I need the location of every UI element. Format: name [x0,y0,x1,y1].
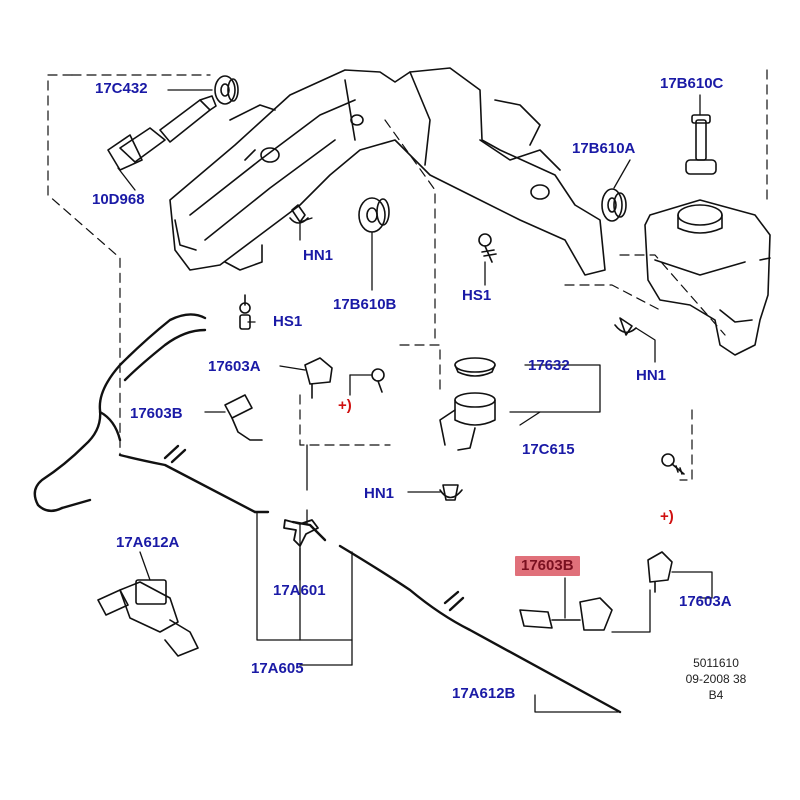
part-17B610B [358,197,390,233]
callout-17A612A[interactable]: 17A612A [116,534,180,551]
fastener-hn1-bottom [439,484,463,501]
fastener-small-mid [371,368,385,393]
reference-line-1: 5011610 [693,656,739,670]
callout-hn1-right[interactable]: HN1 [636,367,667,384]
callout-hn1-bottom[interactable]: HN1 [364,485,395,502]
callout-17A605[interactable]: 17A605 [251,660,304,677]
part-17603A-top [304,357,333,399]
callout-17A601[interactable]: 17A601 [273,582,326,599]
callout-hn1-top[interactable]: HN1 [303,247,334,264]
polarity-symbol-right: +) [660,508,674,525]
part-17A612A [97,579,199,657]
part-17B610A [601,188,627,222]
callout-hs1-left[interactable]: HS1 [273,313,303,330]
polarity-symbol-left: +) [338,397,352,414]
part-17C432 [214,75,239,105]
part-17603B-highlight [519,597,613,631]
callout-10D968[interactable]: 10D968 [92,191,145,208]
callout-17603A-right[interactable]: 17603A [679,593,732,610]
fastener-screw-right [661,453,685,475]
fastener-hs1-mid [478,233,497,263]
part-17B610C [685,114,717,175]
subframe-bracket [169,67,606,276]
part-17603B-left [224,394,263,441]
callout-hs1-mid[interactable]: HS1 [462,287,492,304]
fastener-hn1-right [614,317,637,336]
callout-17A612B[interactable]: 17A612B [452,685,516,702]
fastener-hs1-left [239,294,251,330]
callout-17B610A[interactable]: 17B610A [572,140,636,157]
reference-line-3: B4 [708,688,724,702]
reference-code: 5011610 09-2008 38 B4 [678,655,754,703]
leader-lines [117,89,713,713]
dashed-guides [47,69,768,481]
hose-left [33,313,207,513]
callout-17603A-top[interactable]: 17603A [208,358,261,375]
part-17632 [454,357,496,377]
callout-17603B-highlighted[interactable]: 17603B [515,556,580,576]
callout-17C615[interactable]: 17C615 [522,441,575,458]
washer-reservoir [644,199,771,356]
callout-17B610B[interactable]: 17B610B [333,296,397,313]
callout-17603B-left[interactable]: 17603B [130,405,183,422]
callout-17B610C[interactable]: 17B610C [660,75,724,92]
part-17A601-tee [283,519,319,547]
part-17C615 [439,392,496,451]
part-17603A-right [647,551,673,593]
part-10D968 [107,95,217,171]
reference-line-2: 09-2008 38 [685,672,747,686]
callout-17632[interactable]: 17632 [528,357,570,374]
callout-17C432[interactable]: 17C432 [95,80,148,97]
